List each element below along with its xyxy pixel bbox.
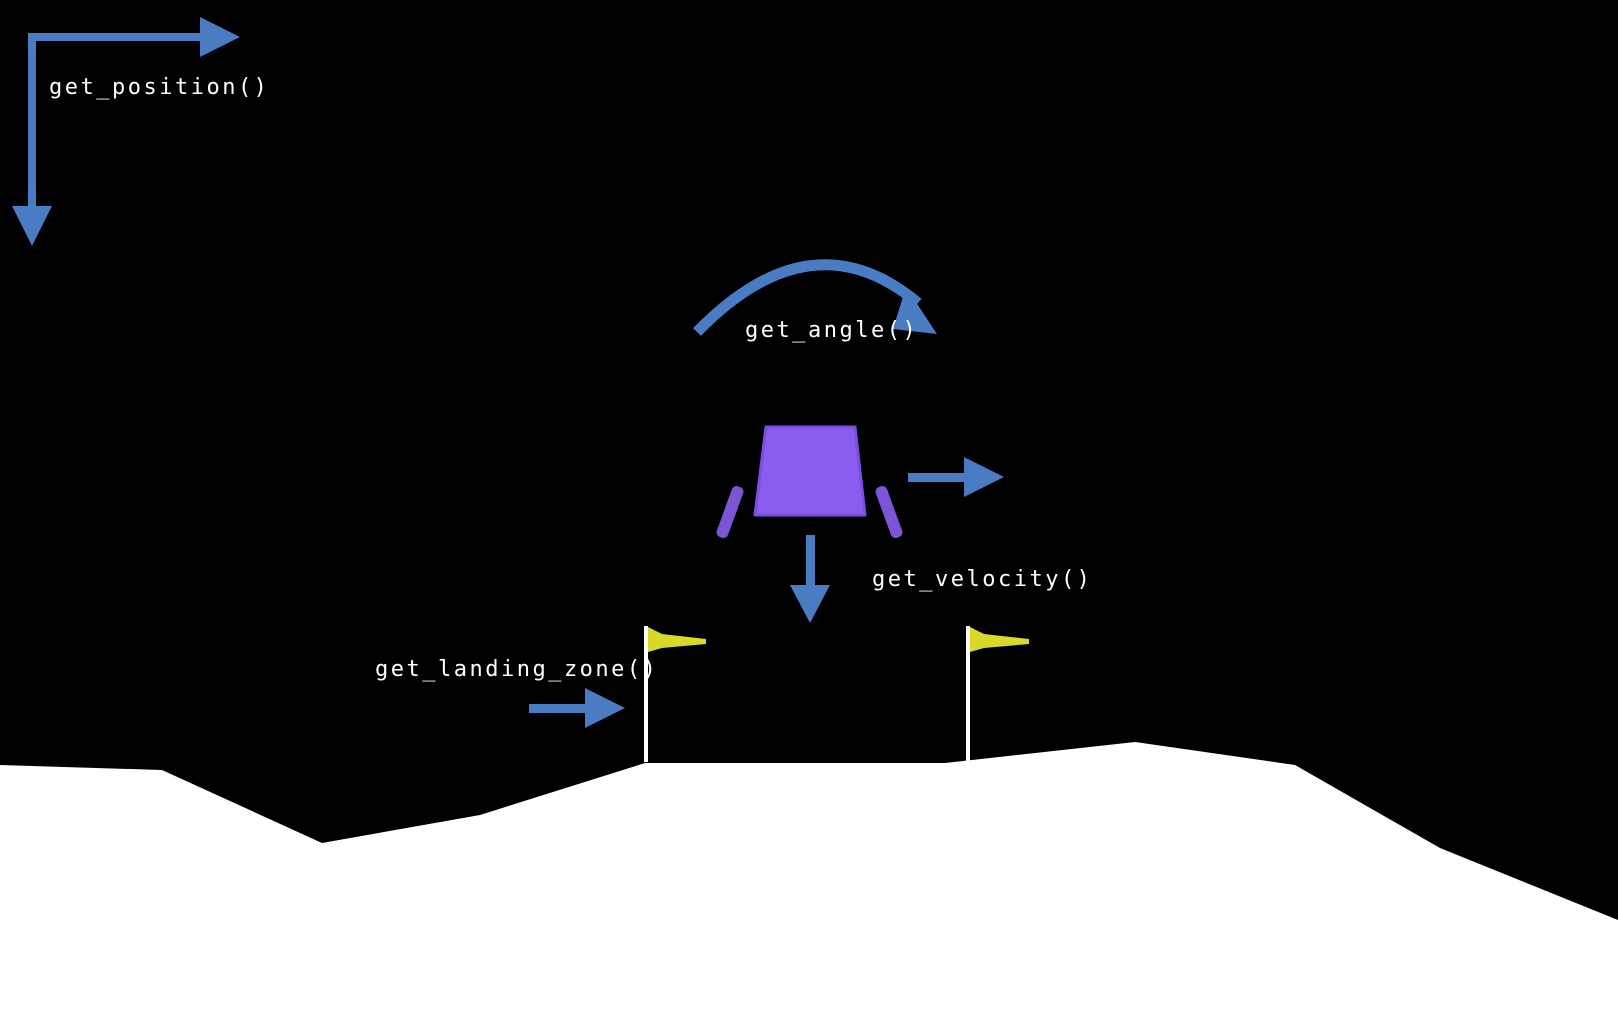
get-position-label: get_position()	[49, 75, 270, 100]
get-velocity-label: get_velocity()	[872, 567, 1093, 592]
landing-flag-right	[966, 626, 1029, 762]
lander-body	[753, 425, 867, 517]
lander	[716, 425, 903, 539]
lander-leg-left	[716, 485, 744, 539]
lunar-terrain	[0, 742, 1618, 1027]
lander-leg-right	[875, 485, 903, 539]
landing-flag-left	[644, 626, 706, 762]
get-landing-zone-label: get_landing_zone()	[375, 657, 659, 682]
get-angle-label: get_angle()	[745, 318, 919, 343]
right-arrow-icon	[529, 688, 625, 728]
curved-arrow-icon	[693, 259, 937, 336]
velocity-arrows-icon	[790, 457, 1004, 623]
axes-arrows-icon	[12, 17, 240, 246]
